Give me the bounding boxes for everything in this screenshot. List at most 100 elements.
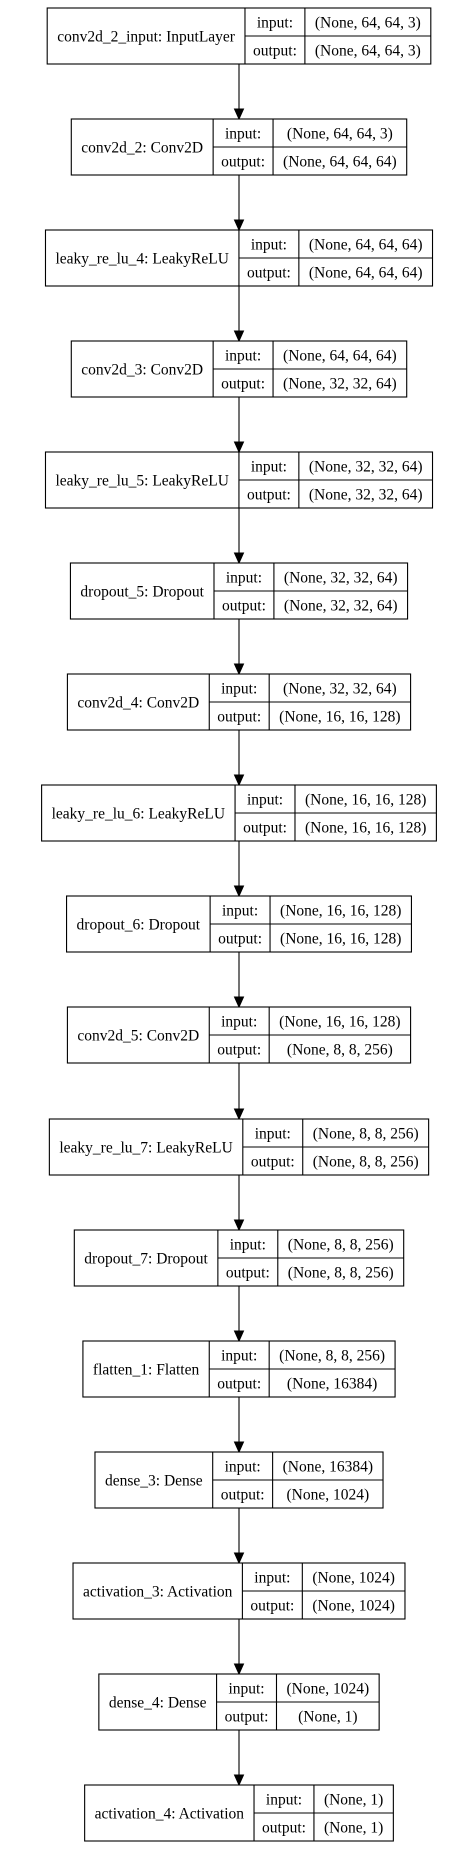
input-label: input:: [225, 1459, 261, 1476]
arrow-head-icon: [233, 1441, 245, 1454]
input-shape: (None, 32, 32, 64): [309, 459, 423, 476]
layer-name: conv2d_3: Conv2D: [81, 362, 203, 379]
input-label: input:: [254, 1570, 290, 1587]
input-label: input:: [221, 681, 257, 698]
output-shape: (None, 32, 32, 64): [283, 376, 397, 393]
layer-name: leaky_re_lu_4: LeakyReLU: [55, 251, 228, 268]
layer-name: activation_3: Activation: [83, 1584, 233, 1601]
input-shape: (None, 16, 16, 128): [305, 792, 426, 809]
input-label: input:: [221, 1014, 257, 1031]
input-label: input:: [266, 1792, 302, 1809]
arrow-head-icon: [233, 552, 245, 565]
input-shape: (None, 32, 32, 64): [284, 570, 398, 587]
input-label: input:: [257, 15, 293, 32]
layer-node: activation_3: Activationinput:output:(No…: [72, 1562, 406, 1676]
arrow-head-icon: [233, 996, 245, 1009]
output-shape: (None, 32, 32, 64): [284, 598, 398, 615]
input-shape: (None, 8, 8, 256): [288, 1237, 394, 1254]
input-label: input:: [247, 792, 283, 809]
output-label: output:: [221, 376, 265, 393]
layer-node: conv2d_2_input: InputLayer input: output: (…: [46, 7, 432, 121]
arrow-head-icon: [233, 1663, 245, 1676]
input-shape: (None, 32, 32, 64): [283, 681, 397, 698]
layer-name: conv2d_5: Conv2D: [77, 1028, 199, 1045]
output-label: output:: [221, 154, 265, 171]
output-shape: (None, 8, 8, 256): [313, 1154, 419, 1171]
input-shape: (None, 64, 64, 3): [287, 126, 393, 143]
output-shape: (None, 32, 32, 64): [309, 487, 423, 504]
layer-name: conv2d_4: Conv2D: [77, 695, 199, 712]
layer-node: leaky_re_lu_6: LeakyReLU input: output: (No…: [41, 784, 437, 898]
input-shape: (None, 64, 64, 3): [315, 15, 421, 32]
arrow-head-icon: [233, 441, 245, 454]
output-shape: (None, 64, 64, 64): [283, 154, 397, 171]
arrow-head-icon: [233, 1774, 245, 1787]
layer-node: activation_4: Activationinput:output:(No…: [84, 1784, 394, 1842]
output-label: output:: [217, 1042, 261, 1059]
layer-node: leaky_re_lu_4: LeakyReLU input: output: (No…: [44, 229, 434, 343]
arrow-head-icon: [233, 1219, 245, 1232]
output-shape: (None, 64, 64, 3): [315, 43, 421, 60]
input-label: input:: [228, 1681, 264, 1698]
input-shape: (None, 1024): [312, 1570, 395, 1587]
output-label: output:: [247, 265, 291, 282]
arrow-head-icon: [233, 774, 245, 787]
output-shape: (None, 16, 16, 128): [305, 820, 426, 837]
input-label: input:: [230, 1237, 266, 1254]
input-shape: (None, 16, 16, 128): [279, 1014, 400, 1031]
input-shape: (None, 1): [324, 1792, 383, 1809]
input-label: input:: [251, 237, 287, 254]
layer-name: conv2d_2_input: InputLayer: [57, 29, 236, 46]
output-shape: (None, 8, 8, 256): [288, 1265, 394, 1282]
input-label: input:: [222, 903, 258, 920]
output-shape: (None, 64, 64, 64): [309, 265, 423, 282]
input-label: input:: [225, 348, 261, 365]
output-label: output:: [221, 1487, 265, 1504]
output-label: output:: [243, 820, 287, 837]
arrow-head-icon: [233, 885, 245, 898]
layer-name: activation_4: Activation: [95, 1806, 245, 1823]
layer-name: leaky_re_lu_6: LeakyReLU: [52, 806, 225, 823]
layer-node: leaky_re_lu_5: LeakyReLU input: output: (No…: [44, 451, 434, 565]
input-shape: (None, 8, 8, 256): [279, 1348, 385, 1365]
input-shape: (None, 8, 8, 256): [313, 1126, 419, 1143]
layer-node: dropout_5: Dropout input: output: (None, 32…: [69, 562, 409, 676]
output-shape: (None, 1): [298, 1709, 357, 1726]
layer-name: leaky_re_lu_5: LeakyReLU: [55, 473, 228, 490]
output-shape: (None, 16, 16, 128): [280, 931, 401, 948]
output-shape: (None, 1024): [286, 1487, 369, 1504]
input-shape: (None, 64, 64, 64): [309, 237, 423, 254]
layer-name: dropout_6: Dropout: [77, 917, 201, 934]
output-shape: (None, 1024): [312, 1598, 395, 1615]
layer-name: dense_4: Dense: [109, 1695, 207, 1712]
input-label: input:: [226, 570, 262, 587]
input-label: input:: [251, 459, 287, 476]
output-label: output:: [253, 43, 297, 60]
output-shape: (None, 8, 8, 256): [287, 1042, 393, 1059]
input-label: input:: [221, 1348, 257, 1365]
layer-name: dropout_5: Dropout: [80, 584, 204, 601]
output-label: output:: [225, 1709, 269, 1726]
output-shape: (None, 16, 16, 128): [279, 709, 400, 726]
input-shape: (None, 64, 64, 64): [283, 348, 397, 365]
input-shape: (None, 1024): [286, 1681, 369, 1698]
output-label: output:: [247, 487, 291, 504]
output-label: output:: [251, 1154, 295, 1171]
input-shape: (None, 16, 16, 128): [280, 903, 401, 920]
input-label: input:: [255, 1126, 291, 1143]
layer-name: dropout_7: Dropout: [84, 1251, 208, 1268]
layer-node: conv2d_3: Conv2D input: output: (None, 64, …: [70, 340, 408, 454]
output-shape: (None, 16384): [287, 1376, 377, 1393]
output-label: output:: [217, 709, 261, 726]
output-label: output:: [217, 1376, 261, 1393]
input-label: input:: [225, 126, 261, 143]
arrow-head-icon: [233, 663, 245, 676]
arrow-head-icon: [233, 330, 245, 343]
output-shape: (None, 1): [324, 1820, 383, 1837]
output-label: output:: [222, 598, 266, 615]
arrow-head-icon: [233, 219, 245, 232]
layer-name: dense_3: Dense: [105, 1473, 203, 1490]
layer-name: leaky_re_lu_7: LeakyReLU: [59, 1140, 232, 1157]
